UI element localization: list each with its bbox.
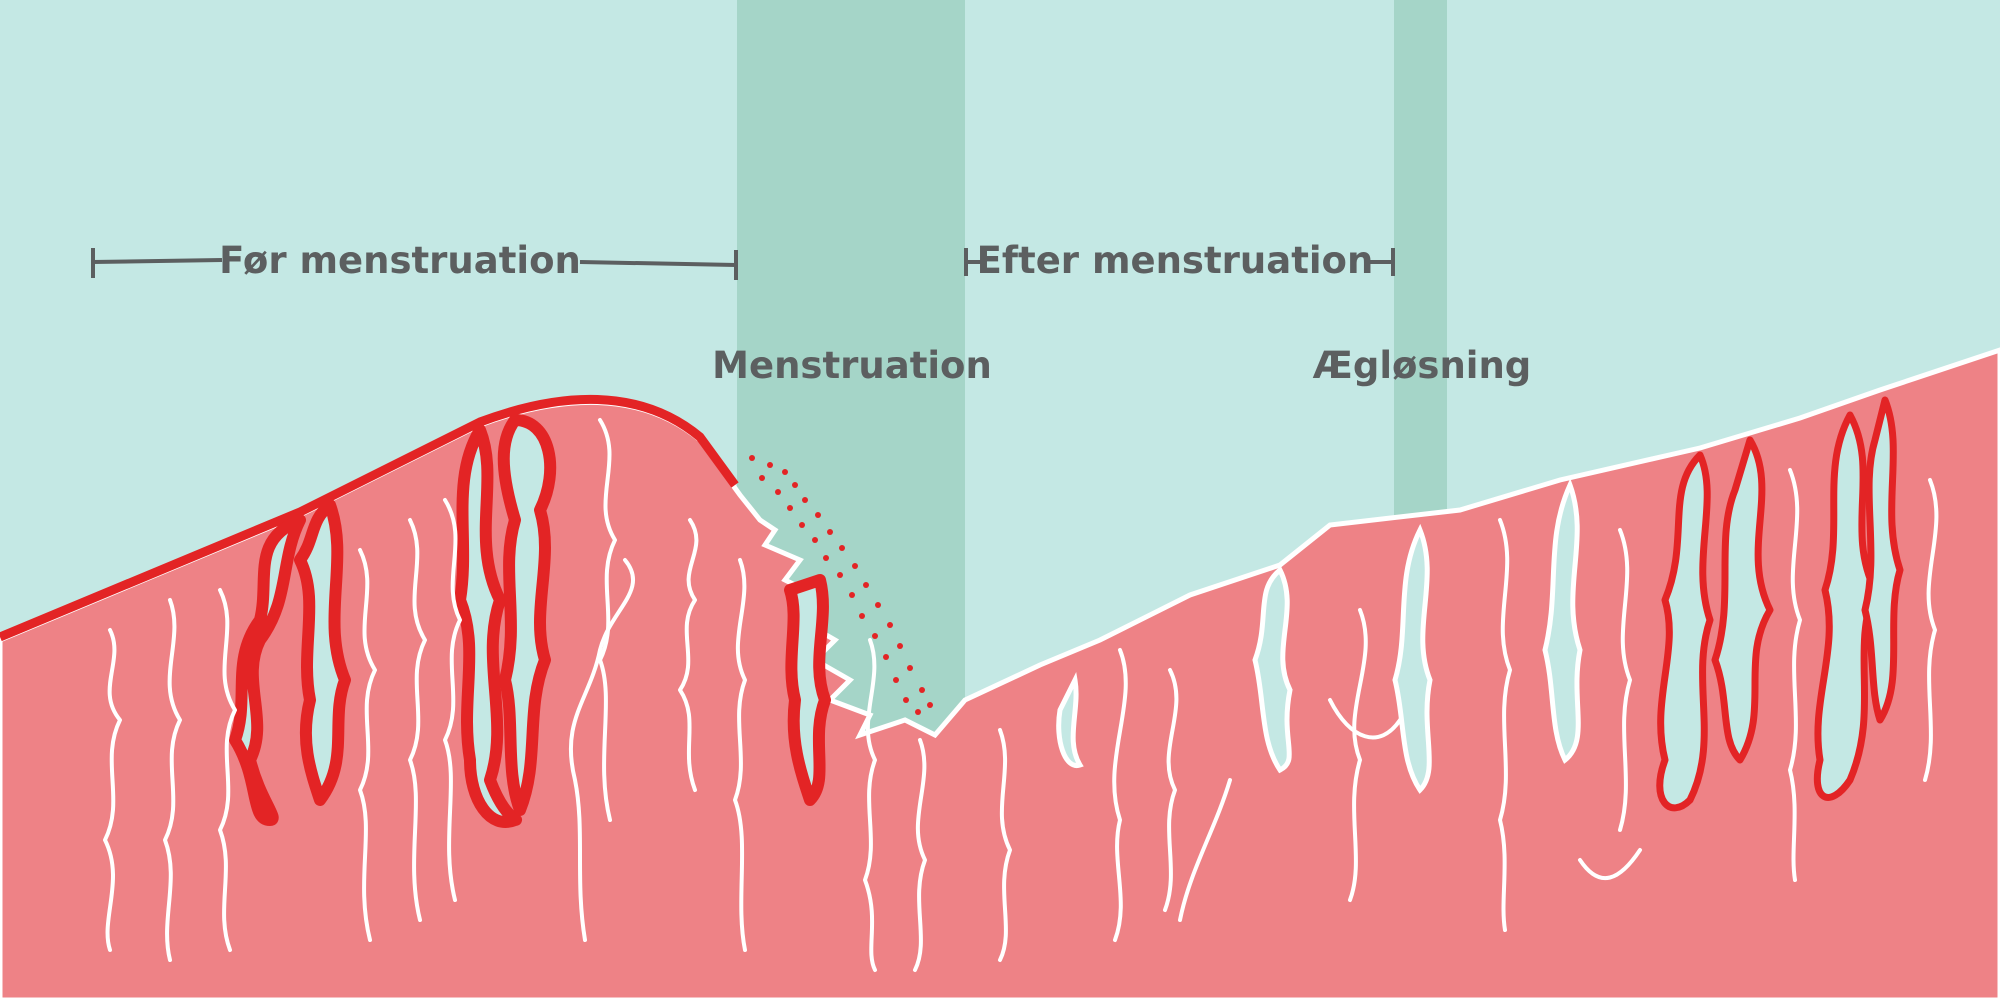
menstruation-label: Menstruation — [712, 344, 992, 387]
menstrual-droplets — [749, 455, 933, 715]
blood-vessels — [103, 418, 1939, 972]
before-menstruation-range — [91, 248, 738, 280]
ovulation-label: Ægløsning — [1313, 344, 1532, 387]
surface-layer-left — [0, 394, 739, 642]
glands-before — [229, 414, 831, 828]
after-menstruation-label: Efter menstruation — [977, 239, 1374, 282]
before-menstruation-label: Før menstruation — [219, 239, 581, 282]
after-menstruation-range — [964, 248, 1395, 276]
glands-after — [1656, 396, 1904, 812]
glands-regrowing — [1056, 478, 1583, 794]
